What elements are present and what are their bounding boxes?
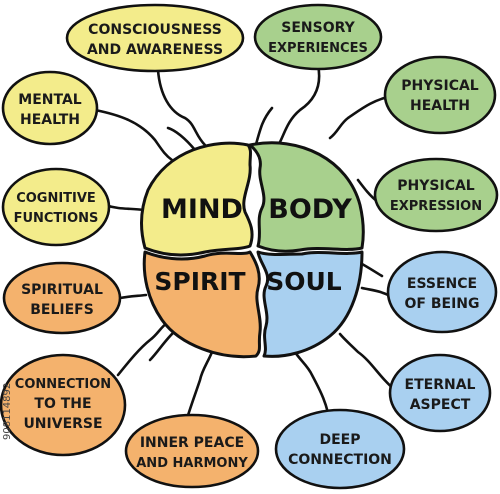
node-mental xyxy=(1,70,99,146)
node-eternal xyxy=(388,353,492,433)
connector-cognitive xyxy=(103,203,145,212)
label-physical-expression-1: PHYSICAL xyxy=(397,178,475,194)
label-deep-2: CONNECTION xyxy=(288,452,392,468)
connector-essence xyxy=(360,286,390,297)
core-label-soul: SOUL xyxy=(266,267,342,296)
label-spiritual-1: SPIRITUAL xyxy=(21,282,103,298)
label-consciousness-1: CONSCIOUSNESS xyxy=(88,22,222,38)
connector-extra-3 xyxy=(148,328,178,362)
label-sensory-2: EXPERIENCES xyxy=(268,41,368,56)
connector-eternal xyxy=(338,332,397,392)
node-connection xyxy=(0,353,127,457)
node-deep xyxy=(274,408,406,490)
connector-extra-1 xyxy=(166,126,197,152)
connector-spiritual xyxy=(118,293,148,300)
label-essence-1: ESSENCE xyxy=(407,276,477,292)
node-physical-expression xyxy=(373,157,499,233)
label-deep-1: DEEP xyxy=(319,432,360,448)
quadrant-body xyxy=(248,141,365,253)
core-label-body: BODY xyxy=(268,194,352,225)
label-physical-health-1: PHYSICAL xyxy=(401,78,479,94)
label-eternal-1: ETERNAL xyxy=(405,377,476,393)
node-essence xyxy=(386,250,498,334)
core-quadrants xyxy=(140,141,365,359)
label-cognitive-1: COGNITIVE xyxy=(16,191,96,206)
label-sensory-1: SENSORY xyxy=(281,20,355,36)
core-label-spirit: SPIRIT xyxy=(154,267,245,296)
label-essence-2: OF BEING xyxy=(405,296,480,312)
quadrant-soul xyxy=(256,250,364,358)
label-physical-expression-2: EXPRESSION xyxy=(390,199,482,214)
label-connection-1: CONNECTION xyxy=(15,377,111,392)
label-connection-2: TO THE xyxy=(34,396,91,412)
connector-deep xyxy=(293,350,332,427)
label-cognitive-2: FUNCTIONS xyxy=(14,211,99,226)
connector-sensory xyxy=(278,63,321,144)
label-inner-peace-2: AND HARMONY xyxy=(136,456,248,471)
label-consciousness-2: AND AWARENESS xyxy=(87,42,223,58)
label-eternal-2: ASPECT xyxy=(410,397,471,413)
label-inner-peace-1: INNER PEACE xyxy=(140,435,244,451)
watermark-id: 908114892 xyxy=(2,383,13,440)
core-label-mind: MIND xyxy=(161,194,243,225)
label-connection-3: UNIVERSE xyxy=(23,416,102,432)
connector-inner-peace xyxy=(183,350,214,427)
node-sensory xyxy=(253,3,383,71)
node-consciousness xyxy=(65,3,245,73)
connector-physical-health xyxy=(328,94,394,140)
outer-nodes xyxy=(0,3,499,490)
connector-mental xyxy=(93,108,174,162)
label-physical-health-2: HEALTH xyxy=(410,98,470,114)
connector-connection xyxy=(116,320,170,377)
label-spiritual-2: BELIEFS xyxy=(30,302,94,318)
node-spiritual xyxy=(2,261,122,335)
label-mental-1: MENTAL xyxy=(18,92,82,108)
label-mental-2: HEALTH xyxy=(20,112,80,128)
node-inner-peace xyxy=(124,413,260,489)
quadrant-spirit xyxy=(142,250,262,359)
quadrant-mind xyxy=(140,141,254,257)
node-cognitive xyxy=(1,167,111,247)
connector-consciousness xyxy=(156,68,207,147)
node-physical-health xyxy=(383,55,497,135)
